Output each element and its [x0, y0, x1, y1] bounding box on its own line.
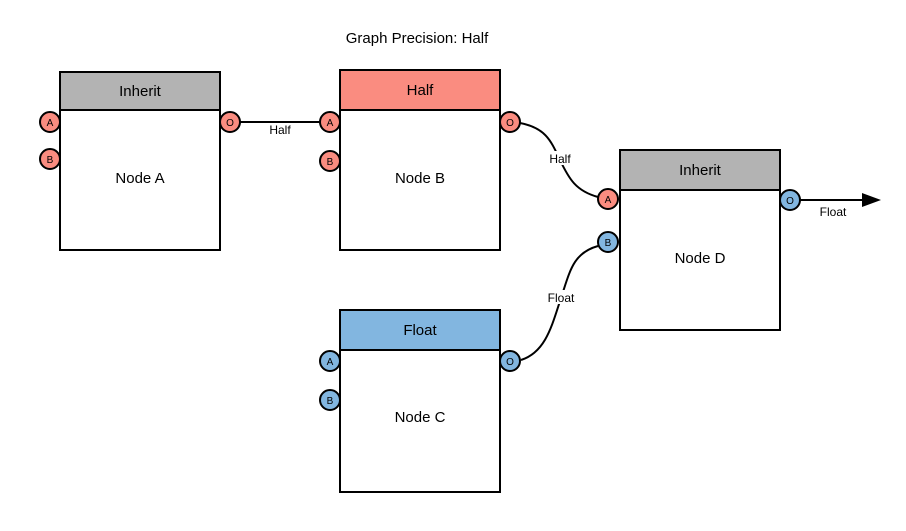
node-a-port-o-circle — [219, 111, 241, 133]
edge-noded-output-label: Float — [820, 205, 847, 219]
node-b-precision-label: Half — [407, 82, 435, 99]
node-c-header — [339, 309, 501, 351]
node-d-port-a-label: A — [605, 195, 612, 206]
node-a-port-b-label: B — [47, 155, 54, 166]
node-b-name-label: Node B — [395, 170, 445, 187]
node-c: Float Node C A B O — [319, 309, 521, 493]
node-d-port-input-a: A — [597, 188, 619, 210]
node-a-port-o-label: O — [226, 118, 234, 129]
edge-nodea-to-nodeb: Half — [240, 121, 320, 137]
node-a-port-b-circle — [39, 148, 61, 170]
edge-nodeb-noded-label: Half — [549, 152, 571, 166]
node-a-port-input-a: A — [39, 111, 61, 133]
node-a: Inherit Node A A B O — [39, 71, 241, 251]
node-c-name-label: Node C — [395, 409, 446, 426]
node-d-port-output-o: O — [779, 189, 801, 211]
node-d: Inherit Node D A B O — [597, 149, 801, 331]
node-d-port-a-circle — [597, 188, 619, 210]
node-c-port-input-b: B — [319, 389, 341, 411]
node-a-port-output-o: O — [219, 111, 241, 133]
node-c-port-o-label: O — [506, 357, 514, 368]
node-d-name-label: Node D — [675, 250, 726, 267]
edge-noded-output: Float — [800, 193, 881, 219]
edge-nodeb-to-noded: Half — [519, 122, 599, 198]
node-d-precision-label: Inherit — [679, 162, 722, 179]
arrow-head-icon — [862, 193, 881, 207]
node-b-port-a-circle — [319, 111, 341, 133]
node-a-name-label: Node A — [115, 170, 164, 187]
node-b: Half Node B A B O — [319, 69, 521, 251]
node-c-port-o-circle — [499, 350, 521, 372]
edge-nodec-to-noded: Float — [520, 245, 599, 361]
node-a-header — [59, 71, 221, 111]
node-b-port-a-label: A — [327, 118, 334, 129]
node-d-port-input-b: B — [597, 231, 619, 253]
node-d-port-b-circle — [597, 231, 619, 253]
node-b-port-o-circle — [499, 111, 521, 133]
node-c-port-a-label: A — [327, 357, 334, 368]
node-b-port-input-a: A — [319, 111, 341, 133]
node-c-port-output-o: O — [499, 350, 521, 372]
node-c-port-b-circle — [319, 389, 341, 411]
node-d-port-o-circle — [779, 189, 801, 211]
node-d-port-b-label: B — [605, 238, 612, 249]
node-b-port-input-b: B — [319, 150, 341, 172]
node-b-header — [339, 69, 501, 111]
node-a-port-a-circle — [39, 111, 61, 133]
node-b-port-b-circle — [319, 150, 341, 172]
node-b-port-output-o: O — [499, 111, 521, 133]
edge-nodec-noded-label: Float — [548, 291, 575, 305]
node-c-port-b-label: B — [327, 396, 334, 407]
node-d-header — [619, 149, 781, 191]
node-a-port-a-label: A — [47, 118, 54, 129]
node-c-port-input-a: A — [319, 350, 341, 372]
node-b-port-o-label: O — [506, 118, 514, 129]
edge-nodec-noded-label-bg — [543, 290, 580, 304]
node-a-port-input-b: B — [39, 148, 61, 170]
node-c-port-a-circle — [319, 350, 341, 372]
node-a-precision-label: Inherit — [119, 83, 162, 100]
diagram-title: Graph Precision: Half — [346, 30, 489, 47]
edge-nodeb-noded-label-bg — [545, 151, 576, 165]
node-c-precision-label: Float — [403, 322, 437, 339]
node-d-port-o-label: O — [786, 196, 794, 207]
node-b-port-b-label: B — [327, 157, 334, 168]
edge-nodea-nodeb-label: Half — [269, 123, 291, 137]
